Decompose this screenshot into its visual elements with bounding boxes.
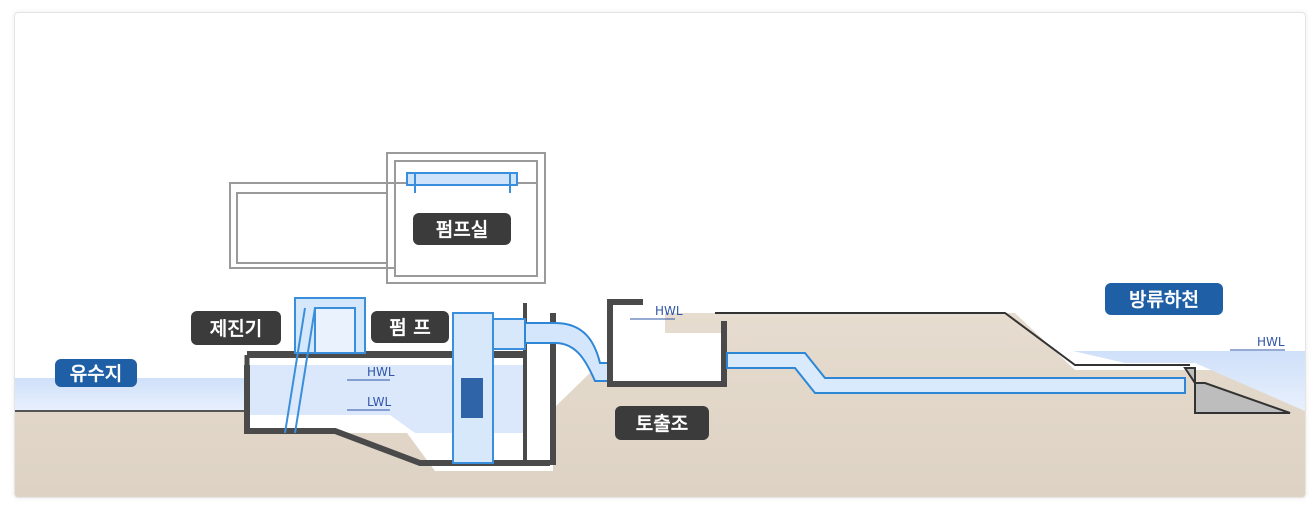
- label-pump-room: 펌프실: [413, 213, 511, 245]
- label-pump: 펌 프: [371, 311, 449, 343]
- outfall-structure: [1183, 367, 1291, 414]
- hwl-tank-text: HWL: [655, 304, 683, 318]
- ground: [15, 313, 1305, 497]
- outlet-pipe: [726, 352, 1186, 394]
- lwl-intake-text: LWL: [367, 395, 391, 409]
- label-screen-text: 제진기: [210, 318, 262, 340]
- label-river: 방류하천: [1105, 283, 1223, 315]
- discharge-pipe: [524, 322, 621, 382]
- label-screen: 제진기: [191, 311, 281, 345]
- pump-station-diagram: HWL LWL HWL HWL 유수지 제진기 펌 프 펌프실 토출조 방류하천: [15, 152, 1305, 497]
- hwl-intake-text: HWL: [367, 365, 395, 379]
- label-reservoir-text: 유수지: [70, 363, 122, 385]
- label-discharge-tank-text: 토출조: [636, 413, 688, 435]
- discharge-tank: [607, 299, 727, 387]
- diagram-frame: HWL LWL HWL HWL 유수지 제진기 펌 프 펌프실 토출조 방류하천: [14, 12, 1306, 498]
- label-reservoir: 유수지: [55, 359, 137, 387]
- overhead-crane: [406, 172, 518, 193]
- label-pump-text: 펌 프: [389, 317, 431, 339]
- screen-structure: [284, 297, 366, 434]
- river-water: [1073, 351, 1305, 411]
- embankment: [715, 312, 1190, 366]
- label-river-text: 방류하천: [1129, 289, 1199, 311]
- water-level-markers: HWL LWL HWL HWL: [347, 304, 1285, 411]
- hwl-river-text: HWL: [1257, 335, 1285, 349]
- label-discharge-tank: 토출조: [615, 406, 709, 440]
- label-pump-room-text: 펌프실: [436, 219, 488, 241]
- pump-unit: [452, 312, 526, 464]
